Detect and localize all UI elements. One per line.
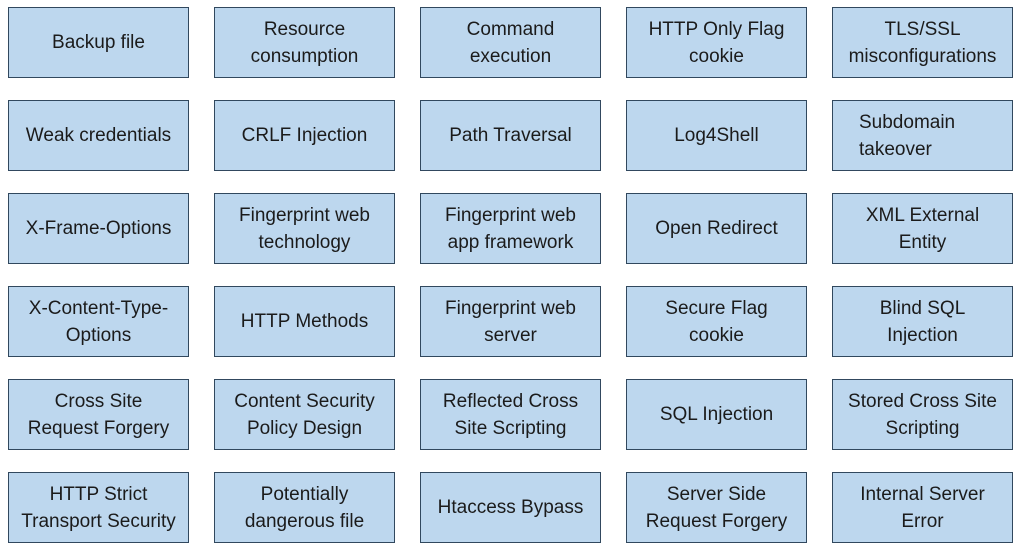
tile-weak-credentials: Weak credentials xyxy=(8,100,189,171)
tile-path-traversal: Path Traversal xyxy=(420,100,601,171)
tile-resource-consumption: Resource consumption xyxy=(214,7,395,78)
tile-http-strict-transport-security: HTTP Strict Transport Security xyxy=(8,472,189,543)
tile-x-frame-options: X-Frame-Options xyxy=(8,193,189,264)
tile-subdomain-takeover: Subdomain takeover xyxy=(832,100,1013,171)
tile-http-methods: HTTP Methods xyxy=(214,286,395,357)
tile-x-content-type-options: X-Content-Type- Options xyxy=(8,286,189,357)
tile-fingerprint-web-technology: Fingerprint web technology xyxy=(214,193,395,264)
tile-command-execution: Command execution xyxy=(420,7,601,78)
tile-htaccess-bypass: Htaccess Bypass xyxy=(420,472,601,543)
tile-xml-external-entity: XML External Entity xyxy=(832,193,1013,264)
tile-fingerprint-web-server: Fingerprint web server xyxy=(420,286,601,357)
tile-secure-flag-cookie: Secure Flag cookie xyxy=(626,286,807,357)
tile-cross-site-request-forgery: Cross Site Request Forgery xyxy=(8,379,189,450)
tile-content-security-policy-design: Content Security Policy Design xyxy=(214,379,395,450)
tile-crlf-injection: CRLF Injection xyxy=(214,100,395,171)
tile-open-redirect: Open Redirect xyxy=(626,193,807,264)
tile-fingerprint-web-app-framework: Fingerprint web app framework xyxy=(420,193,601,264)
tile-server-side-request-forgery: Server Side Request Forgery xyxy=(626,472,807,543)
tile-tls-ssl-misconfigurations: TLS/SSL misconfigurations xyxy=(832,7,1013,78)
tile-stored-cross-site-scripting: Stored Cross Site Scripting xyxy=(832,379,1013,450)
tile-potentially-dangerous-file: Potentially dangerous file xyxy=(214,472,395,543)
tile-blind-sql-injection: Blind SQL Injection xyxy=(832,286,1013,357)
tile-http-only-flag-cookie: HTTP Only Flag cookie xyxy=(626,7,807,78)
tile-internal-server-error: Internal Server Error xyxy=(832,472,1013,543)
tile-log4shell: Log4Shell xyxy=(626,100,807,171)
tile-reflected-cross-site-scripting: Reflected Cross Site Scripting xyxy=(420,379,601,450)
tile-backup-file: Backup file xyxy=(8,7,189,78)
tile-sql-injection: SQL Injection xyxy=(626,379,807,450)
